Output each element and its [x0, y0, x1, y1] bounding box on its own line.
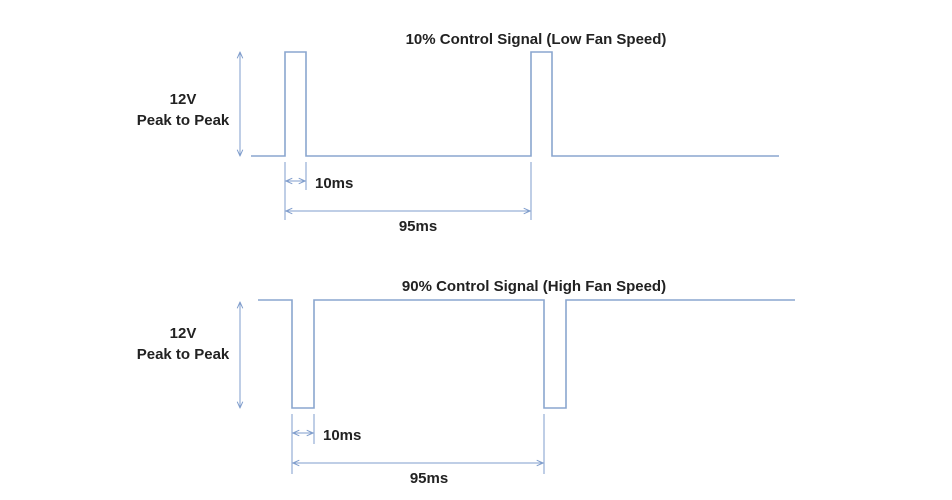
bottom-panel: 90% Control Signal (High Fan Speed) 12V … [137, 278, 795, 487]
bottom-period-label: 95ms [410, 470, 448, 487]
top-panel-title: 10% Control Signal (Low Fan Speed) [406, 31, 667, 48]
bottom-voltage-value: 12V [170, 325, 197, 342]
bottom-pulse-width-label: 10ms [323, 427, 361, 444]
bottom-waveform [258, 299, 795, 409]
bottom-panel-title: 90% Control Signal (High Fan Speed) [402, 278, 666, 295]
bottom-voltage-caption: Peak to Peak [137, 346, 230, 363]
top-period-label: 95ms [399, 218, 437, 235]
top-voltage-value: 12V [170, 91, 197, 108]
top-voltage-caption: Peak to Peak [137, 112, 230, 129]
top-pulse-width-label: 10ms [315, 175, 353, 192]
top-panel: 10% Control Signal (Low Fan Speed) 12V P… [137, 31, 779, 235]
top-waveform [251, 51, 779, 157]
